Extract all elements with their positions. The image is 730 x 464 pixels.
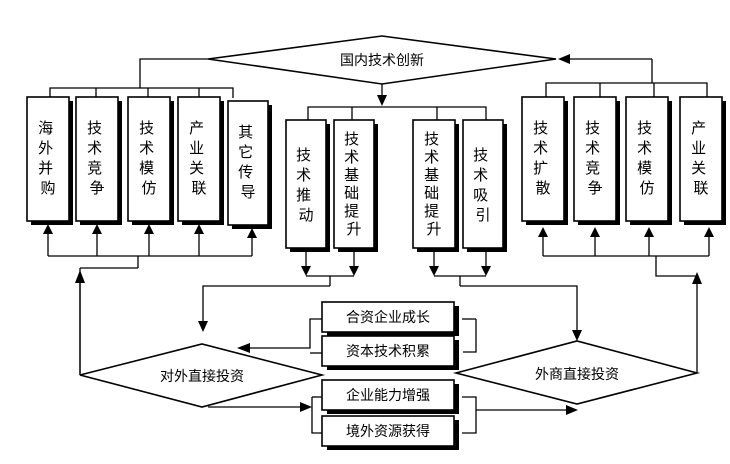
middle-group: 技 术 推 动 技 术 基 础 提 升 技 术 基	[285, 119, 507, 252]
ofdi-label: 对外直接投资	[160, 368, 244, 385]
right-bottom-connectors	[538, 227, 714, 373]
box-jishu-jichu-tisheng-1: 技 术 基 础 提 升	[333, 119, 378, 252]
box-label: 产 业 关 联	[189, 119, 209, 197]
box-label: 技 术 吸 引	[473, 146, 493, 224]
top-connectors	[49, 54, 708, 120]
box-jishu-kuosan: 技 术 扩 散	[521, 96, 568, 225]
box-label: 技 术 模 仿	[139, 119, 159, 197]
box-label: 海 外 并 购	[38, 119, 58, 197]
box-label: 技 术 竞 争	[87, 119, 107, 197]
box-ziben-jishu-jilei: 资本技术积累	[321, 335, 459, 370]
box-label: 技 术 竞 争	[585, 119, 605, 197]
box-label: 境外资源获得	[346, 423, 430, 440]
box-label: 产 业 关 联	[691, 119, 711, 197]
center-connectors	[208, 318, 578, 434]
box-jishu-jingzheng-right: 技 术 竞 争	[573, 96, 620, 225]
box-jishu-jichu-tisheng-2: 技 术 基 础 提 升	[412, 119, 459, 252]
box-jingwai-ziyuan-huode: 境外资源获得	[321, 415, 459, 450]
ofdi-diamond	[79, 343, 326, 408]
top-decision-label: 国内技术创新	[340, 53, 424, 69]
box-jishu-mofang-right: 技 术 模 仿	[625, 96, 672, 225]
box-label: 技 术 推 动	[296, 146, 316, 224]
middle-bottom-connectors	[198, 248, 582, 341]
box-jishu-xiyin: 技 术 吸 引	[462, 119, 507, 252]
box-jishu-mofang-left: 技 术 模 仿	[127, 96, 174, 225]
box-hezi-qiye-chengzhang: 合资企业成长	[321, 301, 459, 336]
right-group: 技 术 扩 散 技 术 竞 争 技 术 模 仿	[521, 96, 726, 225]
box-haiwai-binggou: 海 外 并 购	[26, 96, 73, 225]
fdi-label: 外商直接投资	[535, 366, 619, 383]
box-label: 合资企业成长	[346, 309, 430, 326]
box-label: 资本技术积累	[346, 344, 430, 360]
left-group: 海 外 并 购 技 术 竞 争 技 术 模 仿	[26, 96, 272, 229]
fdi-diamond	[452, 340, 701, 405]
box-label: 技 术 扩 散	[533, 119, 553, 197]
box-qiye-nengli-zengqiang: 企业能力增强	[321, 379, 459, 414]
box-chanye-guanlian-right: 产 业 关 联	[679, 96, 726, 225]
box-qita-chuandao: 其 它 传 导	[227, 100, 272, 229]
top-decision-diamond	[207, 35, 557, 85]
box-jishu-jingzheng-left: 技 术 竞 争	[75, 96, 122, 225]
box-jishu-tuidong: 技 术 推 动	[285, 119, 330, 252]
box-label: 技 术 基 础 提 升	[344, 130, 364, 238]
box-label: 技 术 基 础 提 升	[424, 130, 444, 238]
box-chanye-guanlian-left: 产 业 关 联	[177, 96, 224, 225]
center-boxes: 合资企业成长 资本技术积累 企业能力增强 境外资源获得	[321, 301, 459, 450]
box-label: 技 术 模 仿	[637, 119, 657, 197]
box-label: 其 它 传 导	[238, 123, 258, 201]
box-label: 企业能力增强	[346, 387, 430, 404]
